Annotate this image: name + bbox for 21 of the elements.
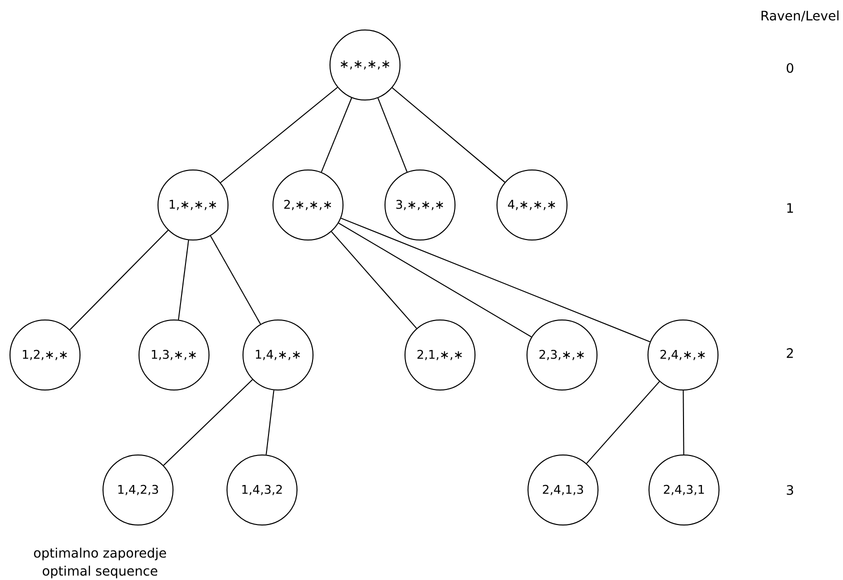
tree-line (178, 240, 190, 320)
level-label: 0 (786, 63, 794, 73)
tree-line (392, 87, 506, 183)
tree-line (586, 381, 660, 464)
tree-line (220, 86, 338, 184)
level-label: 1 (787, 203, 793, 213)
tree-line (320, 97, 352, 173)
tree-line (163, 379, 253, 466)
tree-line (330, 231, 418, 329)
tree-line (210, 235, 261, 325)
caption-text: optimal sequence (42, 566, 158, 578)
level-label: 3 (786, 485, 794, 495)
tree-line (378, 98, 408, 172)
tree-line (682, 390, 684, 455)
tree-line (69, 230, 169, 330)
tree-line (338, 222, 532, 338)
level-label: 2 (786, 348, 793, 358)
tree-line (266, 390, 274, 456)
level-label: Raven/Level (762, 10, 838, 22)
caption-text: optimalno zaporedje (34, 548, 166, 560)
tree-line (340, 218, 651, 342)
